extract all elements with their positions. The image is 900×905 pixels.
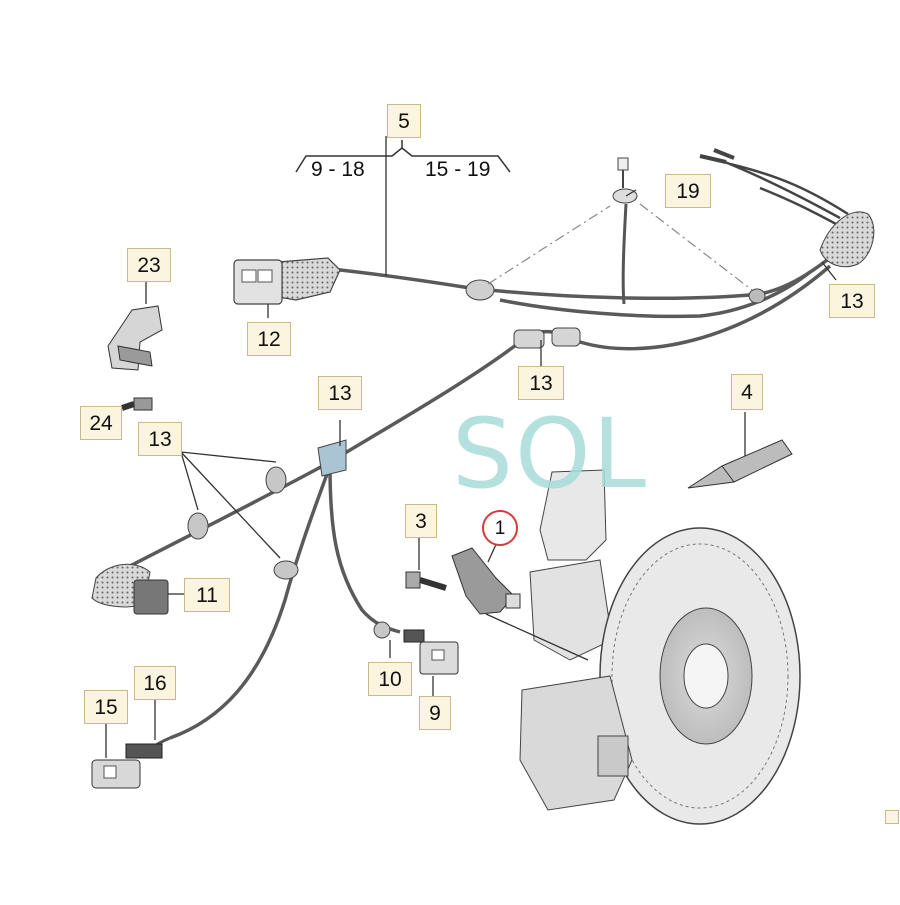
connector-9 <box>403 629 459 675</box>
callout-3: 3 <box>405 504 437 538</box>
bolt-24 <box>121 397 153 411</box>
callout-15: 15 <box>84 690 128 724</box>
harness-end-left <box>91 563 169 615</box>
sensor-15 <box>91 736 171 789</box>
callout-13-junction: 13 <box>518 366 564 400</box>
callout-11: 11 <box>184 578 230 612</box>
bolt-3 <box>405 571 447 591</box>
leader-lines <box>105 136 837 758</box>
leader-dashed <box>487 203 753 291</box>
callout-4: 4 <box>731 374 763 410</box>
cropped-callout <box>885 810 899 824</box>
grommet <box>748 288 766 304</box>
group-label-right: 15 - 19 <box>425 158 491 181</box>
callout-16: 16 <box>134 666 176 700</box>
harness-junction-13 <box>699 148 875 268</box>
abs-sensor-1 <box>451 547 521 615</box>
callout-13-upper: 13 <box>829 284 875 318</box>
hub-assembly <box>519 469 801 825</box>
callout-12: 12 <box>247 322 291 356</box>
callout-24: 24 <box>80 406 122 440</box>
callout-10: 10 <box>368 662 412 696</box>
callout-9: 9 <box>419 696 451 730</box>
bracket-23 <box>107 305 163 371</box>
group-label-left: 9 - 18 <box>311 158 365 181</box>
callout-23: 23 <box>127 248 171 282</box>
callout-1: 1 <box>482 510 518 546</box>
clip-19 <box>612 157 638 305</box>
group-bracket <box>295 140 511 173</box>
callout-13-center: 13 <box>318 376 362 410</box>
harness-junction <box>317 327 581 477</box>
grommets-lower <box>187 466 391 639</box>
watermark-logo: SOL <box>452 398 648 510</box>
callout-19: 19 <box>665 174 711 208</box>
callout-13-grommets: 13 <box>138 422 182 456</box>
grommet <box>465 279 495 301</box>
callout-5: 5 <box>387 104 421 138</box>
tube-4 <box>687 439 793 489</box>
connector-12 <box>233 257 341 305</box>
upper-harness <box>321 248 842 319</box>
